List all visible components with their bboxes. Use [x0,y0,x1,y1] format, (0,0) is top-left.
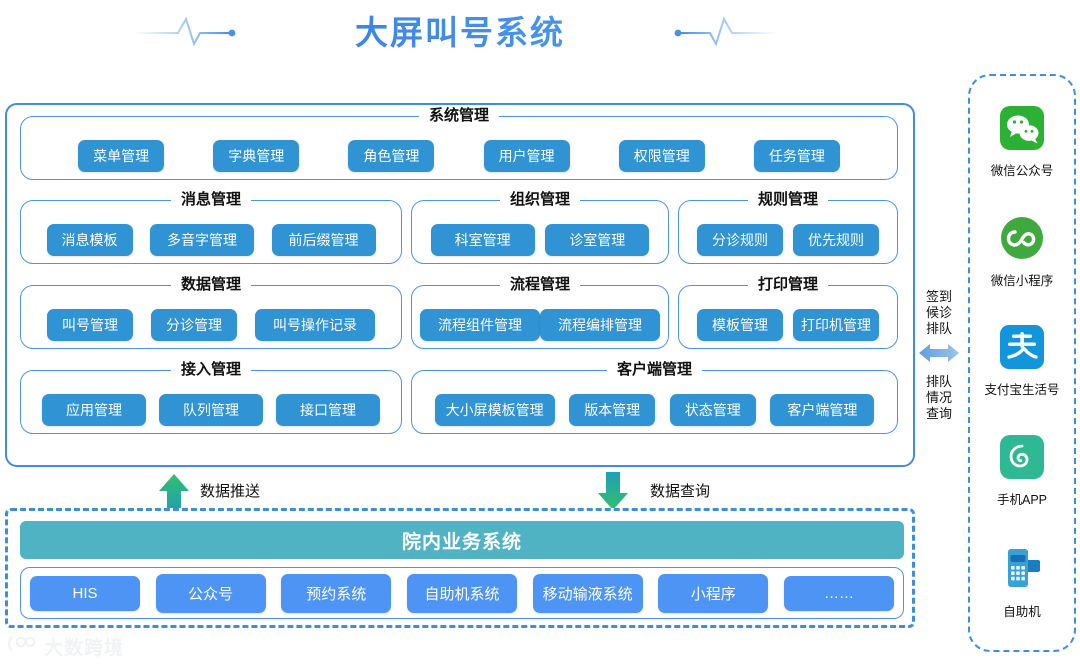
hospital-business-panel: 院内业务系统 HIS 公众号 预约系统 自助机系统 移动输液系统 小程序 …… [5,508,915,628]
wechat-icon [1000,106,1044,155]
channel-label: 自助机 [1003,604,1041,619]
business-system-banner: 院内业务系统 [20,521,904,559]
connector-line: 排队 [925,320,952,336]
wechat-miniprogram-icon [1000,216,1044,265]
module-button[interactable]: 客户端管理 [770,394,875,426]
business-system-button[interactable]: 预约系统 [281,573,392,613]
alipay-icon [1000,325,1044,374]
brand-logo-icon [7,634,38,659]
group-rule-management: 规则管理 分诊规则 优先规则 [678,189,898,264]
arrow-up-icon [157,472,191,512]
page-header: 大屏叫号系统 [0,0,1080,68]
business-system-button[interactable]: 小程序 [658,573,769,613]
group-title: 组织管理 [412,189,668,211]
module-button[interactable]: 优先规则 [793,224,879,256]
module-button[interactable]: 接口管理 [276,394,380,426]
flow-label-query: 数据查询 [650,483,711,500]
ecg-line-icon [670,14,780,48]
module-button[interactable]: 用户管理 [483,140,570,172]
ecg-line-icon [130,14,240,48]
flow-label-push: 数据推送 [200,483,261,500]
kiosk-icon [1000,545,1044,596]
connector-top-label: 签到 候诊 排队 [926,289,952,337]
module-button[interactable]: 分诊规则 [697,224,783,256]
connector-line: 排队 [925,373,952,389]
group-access-management: 接入管理 应用管理 队列管理 接口管理 [20,359,402,434]
business-system-button[interactable]: 自助机系统 [406,573,517,613]
module-button[interactable]: 角色管理 [348,140,435,172]
module-button[interactable]: 版本管理 [569,394,656,426]
module-button[interactable]: 流程编排管理 [540,309,660,341]
module-button[interactable]: 打印机管理 [793,309,879,341]
module-button[interactable]: 模板管理 [697,309,783,341]
group-title: 打印管理 [679,274,897,296]
group-process-management: 流程管理 流程组件管理 流程编排管理 [411,274,669,349]
module-button[interactable]: 大小屏模板管理 [434,394,555,426]
connector-line: 情况 [925,389,952,405]
business-system-button[interactable]: HIS [30,575,140,611]
double-arrow-icon [917,341,961,370]
group-print-management: 打印管理 模板管理 打印机管理 [678,274,898,349]
channel-label: 手机APP [996,493,1047,508]
connector-line: 查询 [925,405,952,421]
access-channels-panel: 微信公众号 微信小程序 支付宝生活号 [968,74,1076,652]
connector-bottom-label: 排队 情况 查询 [926,374,952,422]
channel-alipay-life[interactable]: 支付宝生活号 [970,325,1074,398]
module-button[interactable]: 权限管理 [618,140,705,172]
group-organization-management: 组织管理 科室管理 诊室管理 [411,189,669,264]
channel-connector: 签到 候诊 排队 排队 情况 查询 [918,270,960,440]
group-client-management: 客户端管理 大小屏模板管理 版本管理 状态管理 客户端管理 [411,359,898,434]
group-title: 规则管理 [679,189,897,211]
module-button[interactable]: 诊室管理 [545,224,650,256]
module-button[interactable]: 队列管理 [159,394,263,426]
mobile-app-icon [1000,435,1044,484]
module-button[interactable]: 状态管理 [669,394,756,426]
group-title: 客户端管理 [412,359,897,381]
business-system-button[interactable]: 移动输液系统 [532,573,643,613]
module-button[interactable]: 字典管理 [213,140,300,172]
channel-wechat-miniprogram[interactable]: 微信小程序 [970,216,1074,289]
module-button[interactable]: 任务管理 [753,140,840,172]
group-title: 接入管理 [21,359,401,381]
module-button[interactable]: 科室管理 [430,224,535,256]
module-button[interactable]: 分诊管理 [151,309,237,341]
business-system-button[interactable]: …… [783,575,894,611]
channel-label: 支付宝生活号 [984,383,1060,398]
watermark-text: 大数跨境 [44,637,125,659]
channel-self-service-kiosk[interactable]: 自助机 [970,545,1074,620]
channel-label: 微信公众号 [990,164,1054,179]
arrow-down-icon [596,472,630,512]
module-button[interactable]: 多音字管理 [150,224,254,256]
module-button[interactable]: 消息模板 [46,224,133,256]
group-system-management: 系统管理 菜单管理 字典管理 角色管理 用户管理 权限管理 任务管理 [20,105,898,180]
group-title: 数据管理 [21,274,401,296]
channel-label: 微信小程序 [990,273,1054,288]
channel-wechat-official[interactable]: 微信公众号 [970,106,1074,179]
module-button[interactable]: 菜单管理 [78,140,165,172]
group-data-management: 数据管理 叫号管理 分诊管理 叫号操作记录 [20,274,402,349]
page-title: 大屏叫号系统 [0,6,920,54]
group-title: 流程管理 [412,274,668,296]
connector-line: 签到 [925,288,952,304]
module-button[interactable]: 应用管理 [42,394,146,426]
module-button[interactable]: 叫号管理 [47,309,133,341]
group-title: 系统管理 [21,105,897,127]
connector-line: 候诊 [925,304,952,320]
group-message-management: 消息管理 消息模板 多音字管理 前后缀管理 [20,189,402,264]
module-button[interactable]: 叫号操作记录 [255,309,375,341]
group-title: 消息管理 [21,189,401,211]
business-system-list: HIS 公众号 预约系统 自助机系统 移动输液系统 小程序 …… [20,567,904,619]
main-modules-panel: 系统管理 菜单管理 字典管理 角色管理 用户管理 权限管理 任务管理 消息管理 … [5,103,915,467]
watermark: 大数跨境 [7,632,188,660]
channel-mobile-app[interactable]: 手机APP [970,435,1074,508]
business-system-button[interactable]: 公众号 [155,573,266,613]
module-button[interactable]: 流程组件管理 [420,309,540,341]
module-button[interactable]: 前后缀管理 [271,224,376,256]
